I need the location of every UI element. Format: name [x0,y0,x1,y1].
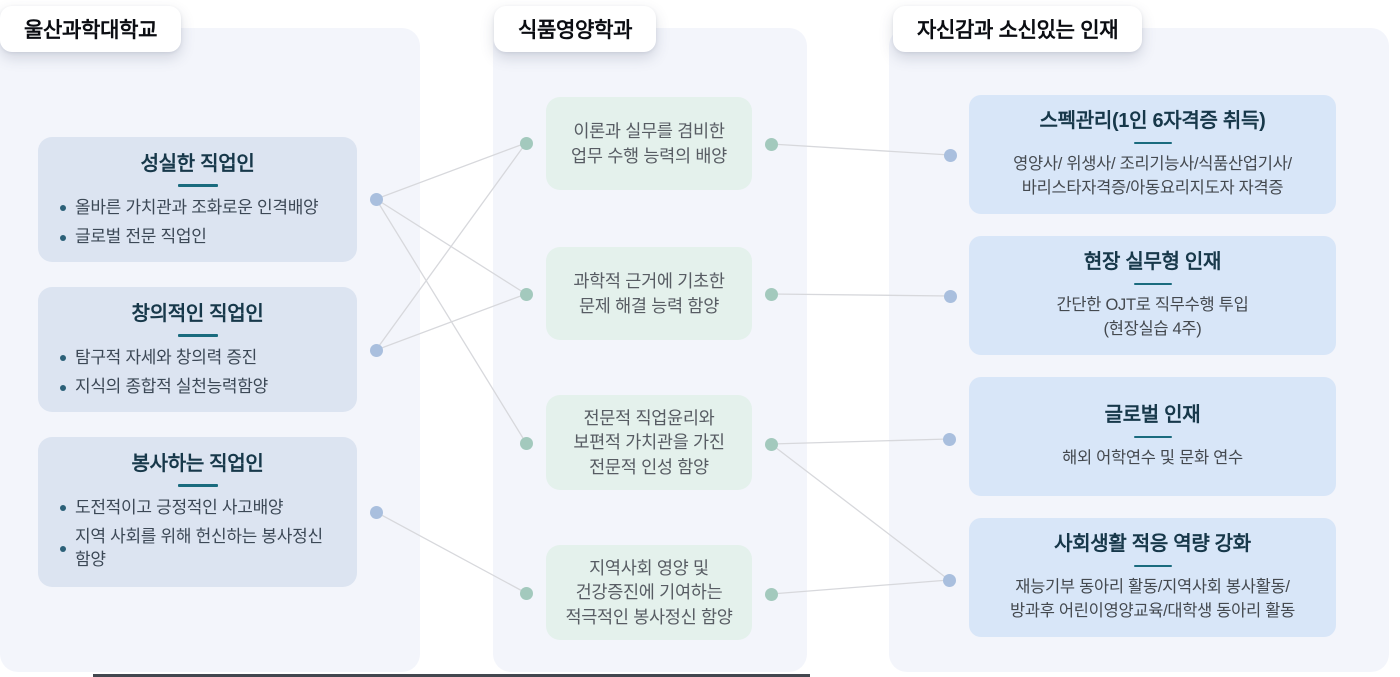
outcome-title: 글로벌 인재 [1104,403,1201,426]
connector-dot-blue [942,432,956,446]
title-underline [177,184,218,187]
department-goal-card: 이론과 실무를 겸비한 업무 수행 능력의 배양 [546,97,752,190]
goal-bullet-item: 올바른 가치관과 조화로운 인격배양 [60,197,339,219]
connector-dot-teal [764,287,778,301]
bullet-icon [60,384,66,391]
badge-university: 울산과학대학교 [0,6,182,52]
badge-department: 식품영양학과 [494,6,657,52]
bullet-icon [60,505,66,512]
bullet-icon [60,205,66,212]
goal-bullet-item: 지역 사회를 위해 헌신하는 봉사정신 함양 [60,526,339,571]
connector-dot-teal [764,137,778,151]
connector-dot-blue [369,343,383,357]
title-underline [1133,282,1172,286]
goal-title: 봉사하는 직업인 [131,453,264,475]
goal-title: 성실한 직업인 [140,153,255,175]
connector-dot-blue [369,192,383,206]
outcome-body: 영양사/ 위생사/ 조리기능사/식품산업기사/ 바리스타자격증/아동요리지도자 … [1013,155,1292,197]
talent-outcome-card: 스펙관리(1인 6자격증 취득) 영양사/ 위생사/ 조리기능사/식품산업기사/ … [969,95,1336,214]
goal-bullet-item: 글로벌 전문 직업인 [60,226,339,248]
department-goal-card: 지역사회 영양 및 건강증진에 기여하는 적극적인 봉사정신 함양 [546,545,752,640]
connector-dot-teal [519,287,533,301]
badge-talent: 자신감과 소신있는 인재 [893,6,1143,52]
goal-bullet-item: 탐구적 자세와 창의력 증진 [60,347,339,369]
title-underline [1133,141,1172,145]
connector-dot-teal [519,436,533,450]
outcome-title: 현장 실무형 인재 [1083,250,1222,273]
outcome-body: 재능기부 동아리 활동/지역사회 봉사활동/ 방과후 어린이영양교육/대학생 동… [1010,578,1295,620]
connector-dot-teal [519,136,533,150]
title-underline [177,334,218,337]
outcome-body: 해외 어학연수 및 문화 연수 [1062,449,1243,468]
outcome-body: 간단한 OJT로 직무수행 투입 (현장실습 4주) [1056,296,1249,338]
bottom-edge-bar [93,674,810,677]
outcome-title: 사회생활 적응 역량 강화 [1054,532,1251,555]
bullet-icon [60,234,66,241]
goal-bullet-text: 지식의 종합적 실천능력함양 [75,377,268,397]
goal-bullet-text: 탐구적 자세와 창의력 증진 [75,348,258,367]
goal-bullet-text: 글로벌 전문 직업인 [75,227,207,247]
goal-bullet-text: 지역 사회를 위해 헌신하는 봉사정신 함양 [75,527,323,569]
department-goal-card: 과학적 근거에 기초한 문제 해결 능력 함양 [546,247,752,340]
goal-bullet-text: 올바른 가치관과 조화로운 인격배양 [75,198,319,217]
goal-title: 창의적인 직업인 [131,303,264,325]
goal-bullet-item: 도전적이고 긍정적인 사고배양 [60,497,339,519]
connector-dot-teal [764,437,778,451]
connector-dot-blue [943,289,957,303]
connector-dot-teal [519,586,533,600]
department-goal-card: 전문적 직업윤리와 보편적 가치관을 가진 전문적 인성 함양 [546,395,752,490]
connector-dot-teal [764,587,778,601]
bullet-icon [60,355,66,362]
goal-bullet-item: 지식의 종합적 실천능력함양 [60,376,339,398]
title-underline [177,484,218,487]
connector-dot-blue [942,573,956,587]
connector-dot-blue [369,505,383,519]
connector-dot-blue [943,148,957,162]
outcome-title: 스펙관리(1인 6자격증 취득) [1039,109,1266,132]
bullet-icon [60,545,66,552]
title-underline [1133,435,1172,439]
title-underline [1133,564,1172,568]
goal-bullet-text: 도전적이고 긍정적인 사고배양 [75,498,284,517]
